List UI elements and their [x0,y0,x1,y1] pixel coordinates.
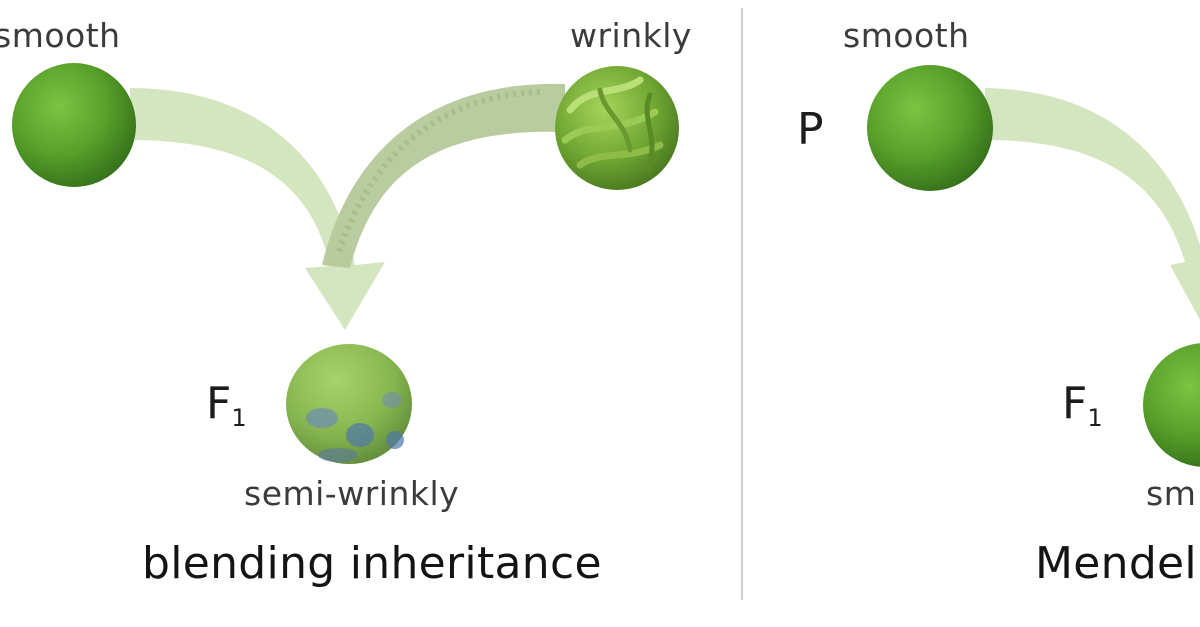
mendel-title: Mendel [1035,538,1197,589]
generation-letter: F [206,378,232,429]
panel-divider [741,8,743,600]
right-generation-subscript: 1 [1087,404,1103,432]
right-smooth-label: smooth [843,16,970,55]
right-panel [867,65,1200,467]
right-generation-letter: F [1062,378,1088,429]
wrinkly-arrow-texture [335,89,541,256]
left-panel [12,63,679,464]
f1-generation-label: F1 [206,378,247,432]
smooth-label: smooth [0,16,121,55]
smooth-to-offspring-arrow [130,88,385,330]
parent-smooth-pea [867,65,993,191]
smooth-to-f1-arrow [985,88,1200,320]
p-generation-label: P [797,104,824,155]
blending-inheritance-title: blending inheritance [142,538,602,589]
semi-wrinkly-label: semi-wrinkly [244,474,460,513]
right-offspring-label: sm [1146,474,1197,513]
wrinkly-pea [555,66,679,190]
generation-subscript: 1 [231,404,247,432]
semi-wrinkly-pea [286,344,412,464]
wrinkly-to-offspring-arrow [322,83,565,269]
smooth-pea [12,63,136,187]
right-f1-generation-label: F1 [1062,378,1103,432]
wrinkly-label: wrinkly [570,16,692,55]
f1-smooth-pea [1143,343,1200,467]
